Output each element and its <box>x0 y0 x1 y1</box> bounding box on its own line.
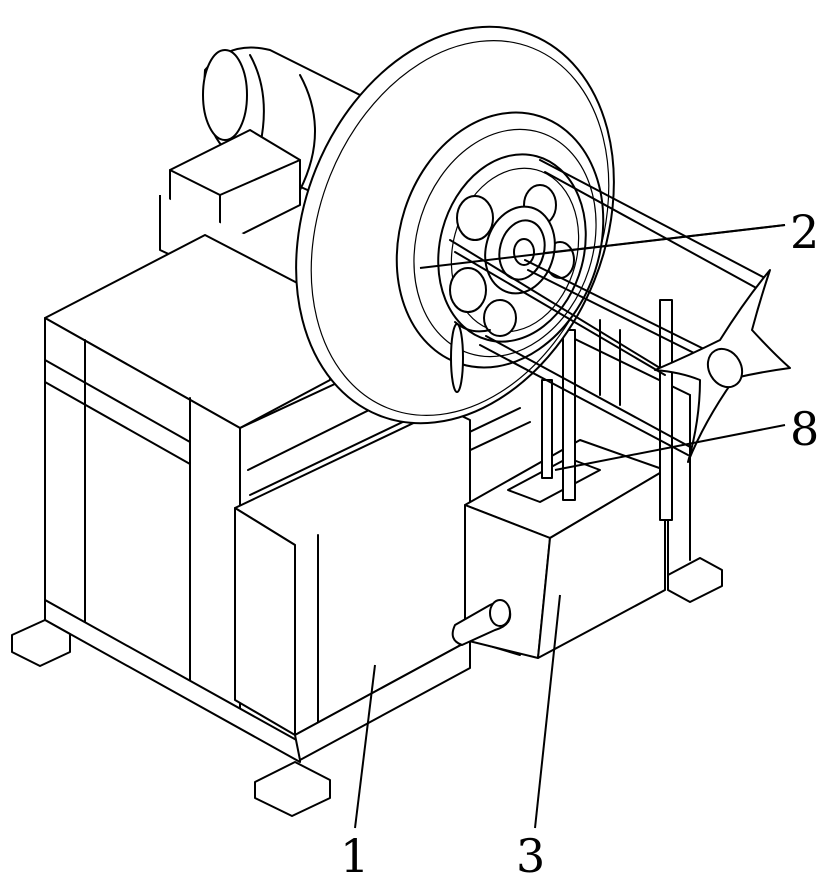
gearbox-part-3 <box>451 439 666 659</box>
front-housing-part-1 <box>234 407 521 761</box>
callout-3: 3 <box>516 829 545 882</box>
leader-8 <box>554 424 786 471</box>
cage-rods <box>449 159 791 463</box>
leader-lines <box>354 224 786 829</box>
callout-2: 2 <box>790 205 819 259</box>
leader-3 <box>534 594 561 829</box>
callout-1: 1 <box>340 829 369 882</box>
main-frame <box>11 234 723 817</box>
uprights <box>541 299 673 521</box>
leader-1 <box>354 664 376 829</box>
leader-2b <box>544 224 786 254</box>
callout-8: 8 <box>790 402 819 456</box>
